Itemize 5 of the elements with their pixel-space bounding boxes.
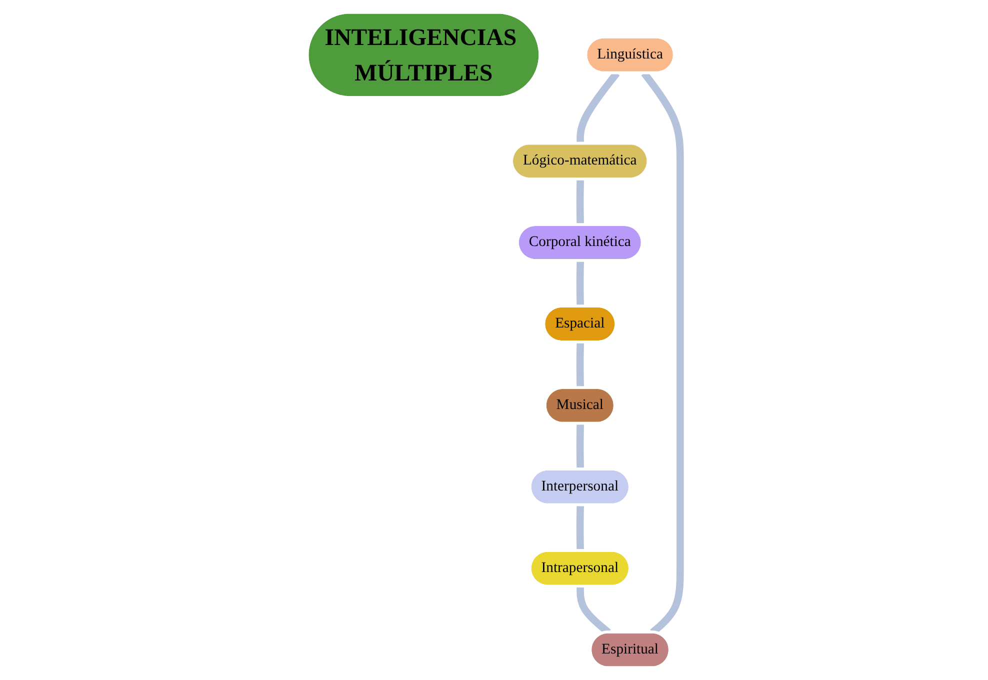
connector [576, 505, 584, 552]
connector [576, 342, 584, 388]
connector [576, 424, 584, 470]
connector [576, 179, 584, 226]
connector [576, 260, 584, 307]
